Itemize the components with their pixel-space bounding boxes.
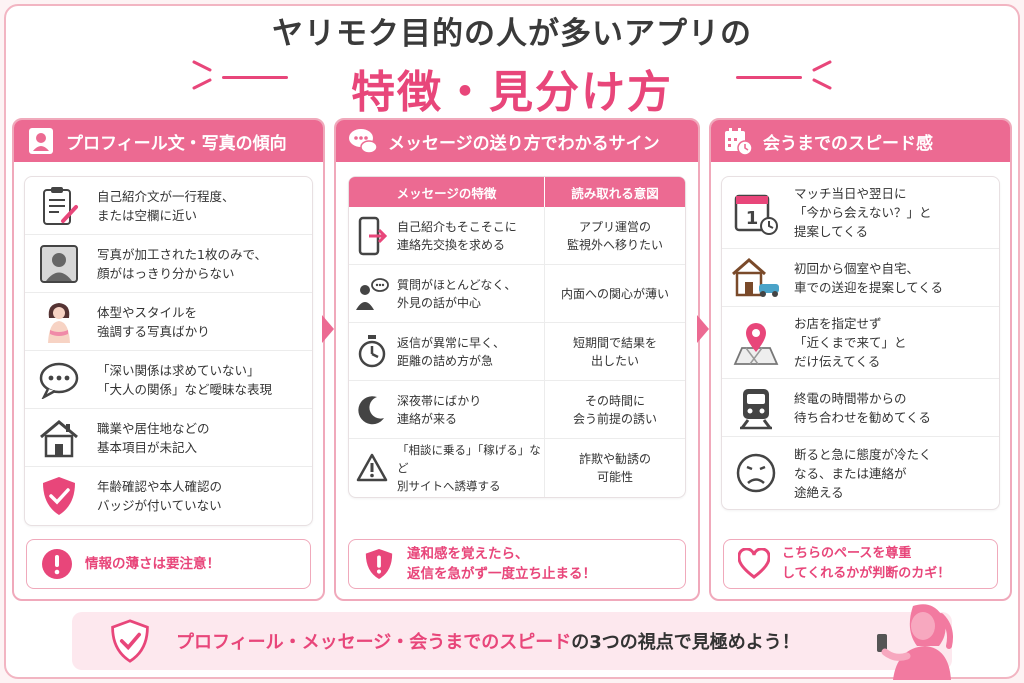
column-header: プロフィール文・写真の傾向 (14, 120, 323, 162)
column-speed: 会うまでのスピード感 1 マッチ当日や翌日に 「今から会えない？」と 提案してく… (709, 118, 1012, 601)
list-item-text: 年齢確認や本人確認の バッジが付いていない (97, 479, 223, 513)
woman-phone-illustration (877, 604, 953, 680)
table-row: 深夜帯にばかり 連絡が来る その時間に 会う前提の誘い (349, 381, 685, 439)
column-title: 会うまでのスピード感 (763, 133, 933, 154)
feature-text: 深夜帯にばかり 連絡が来る (397, 393, 482, 426)
list-item: 年齢確認や本人確認の バッジが付いていない (25, 467, 312, 525)
title-line-left (222, 76, 288, 79)
sparkle-right-icon (812, 60, 832, 90)
table-row: 自己紹介もそこそこに 連絡先交換を求める アプリ運営の 監視外へ移りたい (349, 207, 685, 265)
moon-icon (358, 395, 384, 424)
intent-text: 短期間で結果を 出したい (572, 335, 657, 368)
arrow-right-icon (697, 315, 709, 343)
shield-exclamation-icon (365, 548, 393, 580)
calendar-clock-icon (725, 128, 753, 156)
chat-bubbles-icon (349, 129, 378, 154)
list-item-text: 断ると急に態度が冷たく なる、または連絡が 途絶える (794, 446, 932, 500)
person-chat-icon (356, 277, 389, 310)
list-item-text: 自己紹介文が一行程度、 または空欄に近い (97, 188, 235, 223)
callout-text: 情報の薄さは要注意！ (85, 556, 220, 572)
list-item-text: 初回から個室や自宅、 車での送迎を提案してくる (794, 260, 944, 295)
column-title: メッセージの送り方でわかるサイン (388, 133, 660, 154)
house-icon (40, 419, 78, 457)
list-item: 職業や居住地などの 基本項目が未記入 (25, 409, 312, 467)
list-item: 自己紹介文が一行程度、 または空欄に近い (25, 177, 312, 235)
map-pin-icon (733, 322, 779, 365)
arrow-right-icon (322, 315, 334, 343)
list-item: 断ると急に態度が冷たく なる、または連絡が 途絶える (722, 437, 999, 509)
profile-list: 自己紹介文が一行程度、 または空欄に近い 写真が加工された1枚のみで、 顔がはっ… (24, 176, 313, 526)
feature-text: 「相談に乗る」「稼げる」など 別サイトへ誘導する (397, 443, 541, 493)
bottom-banner: プロフィール・メッセージ・会うまでのスピードの3つの視点で見極めよう！ (72, 612, 952, 670)
list-item-text: 「深い関係は求めていない」 「大人の関係」など曖昧な表現 (97, 362, 273, 397)
intent-text: 内面への関心が薄い (560, 286, 669, 301)
list-item: 「深い関係は求めていない」 「大人の関係」など曖昧な表現 (25, 351, 312, 409)
callout-profile: 情報の薄さは要注意！ (26, 539, 311, 589)
clipboard-icon (43, 186, 78, 225)
feature-text: 質問がほとんどなく、 外見の話が中心 (397, 277, 517, 310)
page-title: ヤリモク目的の人が多いアプリの (272, 16, 752, 52)
intent-text: 詐欺や勧誘の 可能性 (578, 452, 651, 484)
list-item-text: 終電の時間帯からの 待ち合わせを勧めてくる (794, 390, 931, 425)
list-item: お店を指定せず 「近くまで来て」と だけ伝えてくる (722, 307, 999, 379)
column-profile: プロフィール文・写真の傾向 自己紹介文が一行程度、 または空欄に近い 写真が加工… (12, 118, 325, 601)
page-subtitle: 特徴・見分け方 (351, 67, 673, 118)
sparkle-left-icon (192, 60, 212, 90)
smartphone-arrow-icon (358, 216, 387, 255)
message-table: メッセージの特徴 読み取れる意図 自己紹介もそこそこに 連絡先交換を求める アプ… (348, 176, 686, 498)
svg-text:1: 1 (746, 208, 759, 229)
shield-check-icon (111, 619, 149, 663)
train-icon (740, 388, 772, 429)
list-item: 写真が加工された1枚のみで、 顔がはっきり分からない (25, 235, 312, 293)
list-item-text: お店を指定せず 「近くまで来て」と だけ伝えてくる (794, 316, 907, 369)
list-item: 初回から個室や自宅、 車での送迎を提案してくる (722, 249, 999, 307)
column-title: プロフィール文・写真の傾向 (66, 133, 287, 154)
banner-text-highlight: プロフィール・メッセージ・会うまでのスピード (176, 632, 572, 653)
list-item-text: 写真が加工された1枚のみで、 顔がはっきり分からない (97, 246, 267, 281)
calendar-one-icon: 1 (734, 194, 778, 235)
speech-bubble-icon (39, 362, 79, 399)
feature-text: 自己紹介もそこそこに 連絡先交換を求める (397, 219, 517, 252)
callout-text: 違和感を覚えたら、 返信を急がず一度立ち止まる！ (407, 546, 596, 582)
shield-check-icon (43, 477, 75, 515)
list-item-text: 体型やスタイルを 強調する写真ばかり (97, 304, 210, 339)
banner-text-rest: の3つの視点で見極めよう！ (571, 632, 800, 653)
exclamation-icon (42, 549, 72, 579)
table-header-feature: メッセージの特徴 (349, 177, 545, 207)
banner-text: プロフィール・メッセージ・会うまでのスピードの3つの視点で見極めよう！ (176, 628, 800, 654)
photo-person-icon (40, 244, 78, 283)
column-header: 会うまでのスピード感 (711, 120, 1010, 162)
speed-list: 1 マッチ当日や翌日に 「今から会えない？」と 提案してくる 初回から個室や自宅… (721, 176, 1000, 510)
title-line-right (736, 76, 802, 79)
feature-text: 返信が異常に早く、 距離の詰め方が急 (397, 335, 506, 368)
stopwatch-icon (358, 334, 386, 367)
profile-icon (29, 128, 53, 154)
woman-figure-icon (48, 302, 70, 343)
callout-text: こちらのペースを尊重 してくれるかが判断のカギ！ (782, 546, 951, 581)
list-item: 1 マッチ当日や翌日に 「今から会えない？」と 提案してくる (722, 177, 999, 249)
list-item: 終電の時間帯からの 待ち合わせを勧めてくる (722, 379, 999, 437)
column-message: メッセージの送り方でわかるサイン メッセージの特徴 読み取れる意図 自己紹介もそ… (334, 118, 700, 601)
column-header: メッセージの送り方でわかるサイン (336, 120, 698, 162)
table-row: 質問がほとんどなく、 外見の話が中心 内面への関心が薄い (349, 265, 685, 323)
table-row: 返信が異常に早く、 距離の詰め方が急 短期間で結果を 出したい (349, 323, 685, 381)
list-item-text: 職業や居住地などの 基本項目が未記入 (97, 420, 210, 455)
frown-face-icon (736, 453, 776, 493)
heart-icon (738, 548, 770, 579)
table-header: メッセージの特徴 読み取れる意図 (349, 177, 685, 207)
intent-text: アプリ運営の 監視外へ移りたい (566, 219, 663, 252)
callout-message: 違和感を覚えたら、 返信を急がず一度立ち止まる！ (348, 539, 686, 589)
table-header-intent: 読み取れる意図 (571, 185, 659, 201)
table-row: 「相談に乗る」「稼げる」など 別サイトへ誘導する 詐欺や勧誘の 可能性 (349, 439, 685, 497)
list-item: 体型やスタイルを 強調する写真ばかり (25, 293, 312, 351)
house-car-icon (732, 257, 779, 297)
intent-text: その時間に 会う前提の誘い (572, 393, 657, 426)
callout-speed: こちらのペースを尊重 してくれるかが判断のカギ！ (723, 539, 998, 589)
warning-icon (356, 453, 388, 482)
list-item-text: マッチ当日や翌日に 「今から会えない？」と 提案してくる (794, 186, 932, 239)
